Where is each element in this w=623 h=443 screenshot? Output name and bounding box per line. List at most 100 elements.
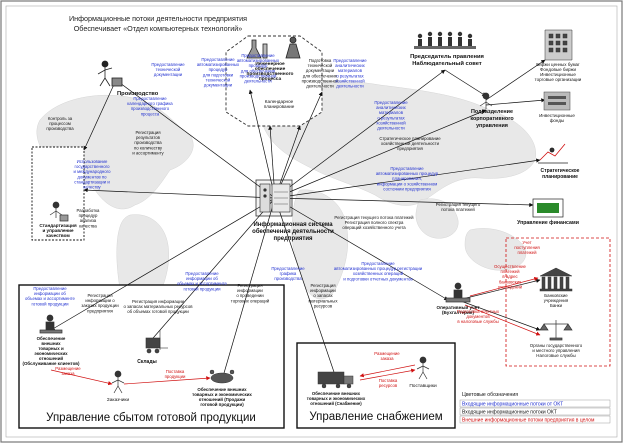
flow-label-f7-line-0: Предоставление (333, 58, 367, 63)
connector-line (50, 197, 276, 331)
connector-line (274, 69, 446, 199)
flow-label-f16-line-2: хозяйственных операций (353, 271, 404, 276)
stock-label-1: Биржи ценных бумаг (536, 62, 580, 67)
flow-label-f16-line-3: и подготовки отчетных документов (343, 276, 413, 281)
flow-label-f20-line-3: готовой продукции (31, 301, 69, 306)
stock-label-4: торговые организации (535, 77, 582, 82)
flow-label-f12-line-4: и ассортименту (132, 150, 164, 155)
flow-label-f8-line-5: деятельности (377, 126, 405, 131)
tax-label-1: Органы государственного (530, 343, 583, 348)
standardization-box (31, 146, 85, 241)
engineering-label-3: производственного (247, 72, 294, 77)
flow-label-f11-line-0: Регистрация текущего (436, 202, 481, 207)
sales-rel-label-3: отношений (Продажи (199, 397, 246, 402)
legend-item-2-bg (459, 407, 611, 416)
flow-label-f1-line-0: Контроль за (48, 116, 73, 121)
flow-label-f18-line-3: банковских (499, 279, 522, 284)
sales-dept-label-5: отношений (39, 356, 64, 361)
connector-line (274, 197, 337, 379)
flow-label-f27-line-0: Размещение (55, 366, 81, 371)
flow-label-f16-line-0: Предоставление (361, 261, 395, 266)
external-connector-line (469, 276, 539, 297)
supply-rel-label-3: отношений (Снабжение) (310, 401, 362, 406)
production-label: Производство (117, 91, 159, 97)
flow-label-f21-line-2: заказах продукции (81, 303, 119, 308)
stock-label-3: Инвестиционные (540, 72, 576, 77)
flow-label-f5-line-1: автоматизированных (237, 58, 280, 63)
flow-label-f18-line-1: платежей (500, 269, 520, 274)
flow-label-f18-line-4: учреждений (498, 284, 523, 289)
flow-label-f7-line-2: материалов (338, 68, 363, 73)
flow-label-f6-line-0: Подготовка (309, 58, 332, 63)
flow-label-f7-line-3: о результатах (336, 73, 364, 78)
flow-label-f10-line-1: автоматизированных процедур (376, 171, 439, 176)
flow-label-f1-line-1: процессом (49, 121, 71, 126)
flow-label-f10-line-4: состоянии предприятия (383, 186, 431, 191)
flow-label-f15-line-2: операций хозяйственного учета (342, 225, 406, 230)
connector-line (83, 188, 276, 199)
flow-label-f18-line-0: Осуществление (494, 264, 526, 269)
strategic-label-2: планирование (542, 174, 578, 180)
legend-item-3: Внешние информационные потоки предприяти… (462, 418, 595, 424)
flow-label-f18-line-2: в адрес (502, 274, 518, 279)
connector-line (485, 59, 546, 101)
sales-management-box (18, 284, 285, 429)
flow-label-f7-line-1: аналитических (335, 63, 365, 68)
corporate-label-1: Подразделение (471, 109, 513, 115)
flow-label-f26-line-2: о запасах (313, 293, 333, 298)
sales-dept-label-6: (Обслуживание клиентов) (23, 361, 80, 366)
flow-label-f28-line-1: заказа (380, 356, 394, 361)
flow-label-f21-line-0: Регистрация (87, 293, 113, 298)
flow-label-f15-line-1: Регистрация полного спектра (345, 220, 404, 225)
connector-line (221, 197, 276, 381)
flow-label-f4-line-2: процедур (209, 67, 228, 72)
banks-label-2: учреждения (544, 298, 569, 303)
flow-label-f13-line-3: документов по (77, 174, 107, 179)
corporate-label-2: корпоративного (470, 116, 514, 122)
connector-line (457, 278, 541, 301)
flow-label-f14-line-1: процедур (79, 213, 98, 218)
external-connector-line (464, 304, 541, 336)
flow-label-f4-line-4: технической (206, 77, 231, 82)
supplier-person-icon (416, 356, 430, 380)
board-people-icon (414, 31, 476, 49)
flow-label-f2-line-1: технической (156, 67, 181, 72)
flow-label-f5-line-0: Предоставление (241, 53, 275, 58)
flow-label-f7-line-5: деятельности (336, 84, 364, 89)
flow-label-f5-line-5: деятельности (244, 79, 272, 84)
connector-line (274, 197, 534, 207)
investment-label-2: фонды (550, 118, 565, 123)
banks-label-3: Банки (550, 303, 563, 308)
flow-label-f8-line-0: Предоставление (374, 100, 408, 105)
flow-label-f13-line-2: и международного (74, 169, 112, 174)
handshake-icon (209, 369, 235, 384)
flow-labels: Контроль запроцессомпроизводстваПредоста… (25, 53, 540, 388)
engineering-label-4: процесса (259, 77, 282, 82)
flow-label-f8-line-1: аналитических (376, 105, 406, 110)
sales-rel-label-2: товарных и экономических (192, 392, 252, 397)
flow-label-f25-line-0: Предоставление (271, 266, 305, 271)
flow-label-f4-line-0: Предоставление (201, 57, 235, 62)
flow-label-f19-line-2: в налоговые службы (457, 319, 498, 324)
center-line-3: предприятия (273, 236, 313, 242)
calendar-label-1: Календарное (265, 99, 294, 104)
flow-label-f2-line-2: документации (154, 72, 183, 77)
supply-rel-label-2: товарных и экономических (307, 396, 366, 401)
flow-label-f9-line-2: предприятия (397, 146, 423, 151)
connector-line (274, 158, 541, 199)
flow-label-f23-line-1: информации об (186, 276, 218, 281)
flow-label-f17-line-0: Учет (522, 240, 531, 245)
tax-label-3: Налоговые службы (536, 353, 575, 358)
sales-clerk-icon (39, 314, 63, 334)
quality-worker-icon (49, 201, 69, 222)
legend-item-3-bg (459, 415, 611, 424)
connector-line (444, 69, 487, 97)
flow-label-f21-line-3: предприятия (87, 308, 113, 313)
flow-label-f23-line-0: Предоставление (185, 271, 219, 276)
flow-label-f30-line-0: Поставка (166, 369, 185, 374)
center-line-1: Информационная система (253, 221, 333, 228)
tax-label-2: и местного управления (532, 348, 580, 353)
flow-label-f4-line-5: документации (204, 83, 233, 88)
flow-label-f20-line-2: объемах и ассортименте (25, 296, 75, 301)
